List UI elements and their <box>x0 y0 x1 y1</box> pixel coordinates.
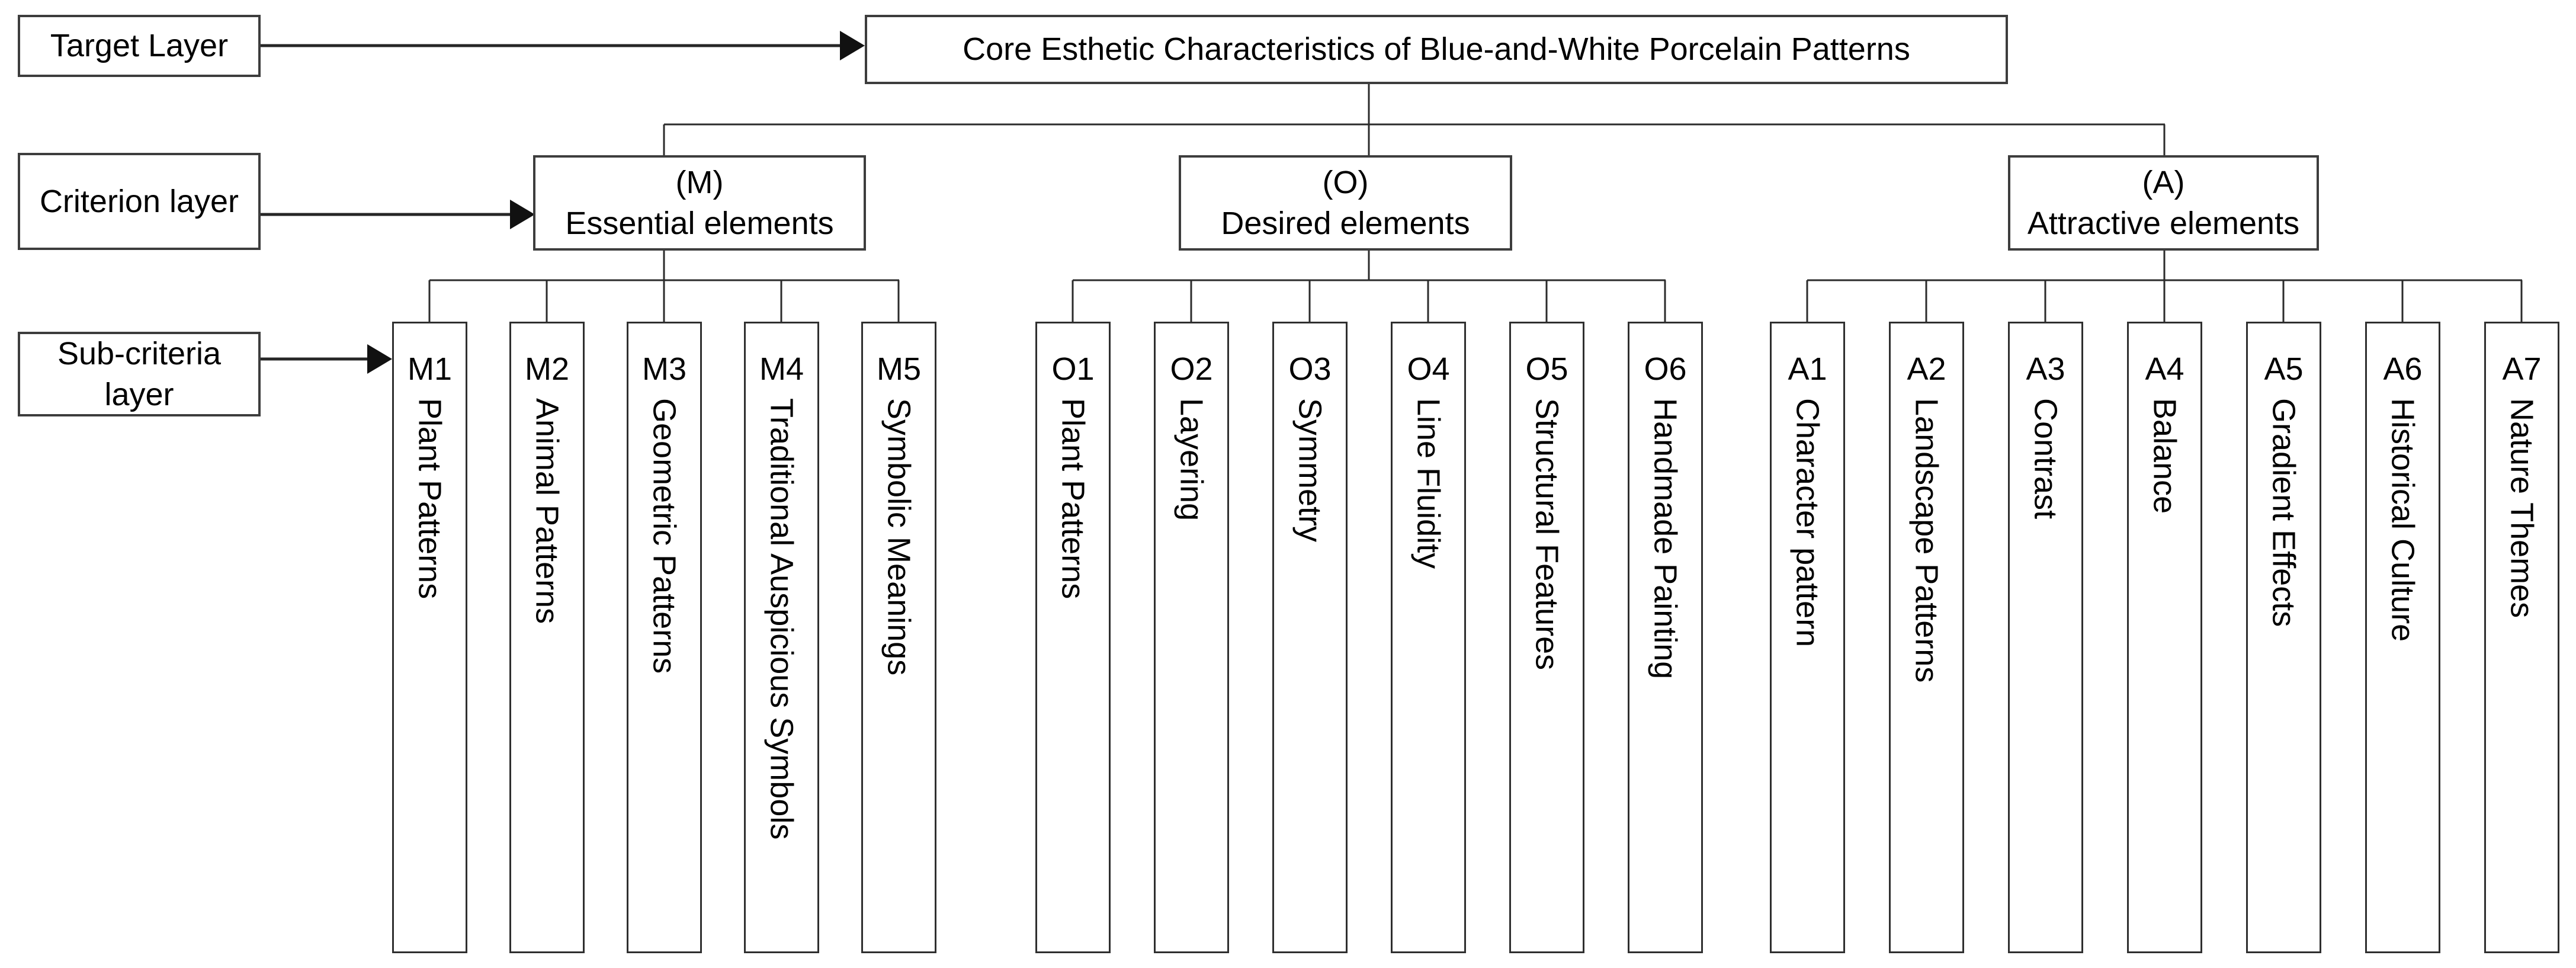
sub-criterion-label: Gradient Effects <box>2266 398 2302 627</box>
goal-title: Core Esthetic Characteristics of Blue-an… <box>963 31 1910 68</box>
criterion-name: Desired elements <box>1221 205 1470 241</box>
sub-criterion-label: Plant Patterns <box>1055 398 1091 600</box>
sub-criterion-a6: A6 Historical Culture <box>2365 322 2440 953</box>
target-layer-text: Target Layer <box>50 28 229 64</box>
sub-criterion-a4: A4 Balance <box>2127 322 2202 953</box>
sub-criterion-code: O6 <box>1644 351 1687 387</box>
sub-criterion-label: Layering <box>1173 398 1210 521</box>
sub-criterion-code: M2 <box>524 351 569 387</box>
sub-criterion-code: O3 <box>1288 351 1332 387</box>
arrow-right-icon <box>840 31 865 60</box>
arrow-right-icon <box>510 200 535 229</box>
sub-criterion-o1: O1 Plant Patterns <box>1035 322 1111 953</box>
target-layer-label: Target Layer <box>18 15 261 77</box>
sub-criteria-layer-label: Sub-criteria layer <box>18 332 261 416</box>
tree-connectors <box>428 84 2523 322</box>
sub-criterion-code: O4 <box>1407 351 1450 387</box>
sub-criterion-code: A5 <box>2264 351 2304 387</box>
sub-criterion-label: Symbolic Meanings <box>881 398 917 676</box>
sub-criterion-o5: O5 Structural Features <box>1509 322 1584 953</box>
sub-criterion-m1: M1 Plant Patterns <box>392 322 467 953</box>
sub-criterion-code: O1 <box>1051 351 1095 387</box>
sub-criterion-a7: A7 Nature Themes <box>2484 322 2559 953</box>
sub-criterion-label: Handmade Painting <box>1647 398 1683 679</box>
sub-criterion-code: M3 <box>641 351 686 387</box>
criterion-node-a: (A) Attractive elements <box>2008 155 2319 251</box>
criterion-code: (M) <box>675 165 724 201</box>
sub-criterion-label: Nature Themes <box>2504 398 2540 618</box>
sub-criterion-label: Plant Patterns <box>412 398 448 600</box>
sub-criterion-code: A4 <box>2145 351 2184 387</box>
sub-criterion-o3: O3 Symmetry <box>1272 322 1348 953</box>
sub-criterion-m5: M5 Symbolic Meanings <box>861 322 936 953</box>
criterion-code: (O) <box>1322 165 1369 201</box>
sub-criteria-layer-arrow <box>261 344 392 374</box>
sub-criterion-label: Character pattern <box>1789 398 1826 648</box>
arrow-right-icon <box>367 344 392 374</box>
sub-criterion-code: A7 <box>2502 351 2542 387</box>
sub-criterion-a5: A5 Gradient Effects <box>2246 322 2321 953</box>
criterion-layer-arrow <box>261 200 535 229</box>
sub-criterion-label: Traditional Auspicious Symbols <box>764 398 800 840</box>
sub-criterion-m4: M4 Traditional Auspicious Symbols <box>744 322 819 953</box>
criterion-node-o: (O) Desired elements <box>1179 155 1512 251</box>
sub-criterion-o2: O2 Layering <box>1154 322 1229 953</box>
sub-criterion-label: Balance <box>2147 398 2183 514</box>
criterion-node-m: (M) Essential elements <box>533 155 866 251</box>
sub-criteria-layer-text: Sub-criteria layer <box>57 336 222 412</box>
sub-criterion-label: Landscape Patterns <box>1908 398 1945 683</box>
sub-criterion-code: A2 <box>1907 351 1946 387</box>
sub-criterion-label: Animal Patterns <box>529 398 565 624</box>
sub-criterion-o6: O6 Handmade Painting <box>1628 322 1703 953</box>
sub-criterion-code: A6 <box>2383 351 2423 387</box>
sub-criterion-label: Structural Features <box>1529 398 1565 671</box>
goal-node: Core Esthetic Characteristics of Blue-an… <box>865 15 2008 84</box>
sub-criterion-label: Symmetry <box>1292 398 1328 542</box>
sub-criterion-code: O2 <box>1170 351 1213 387</box>
criterion-layer-label: Criterion layer <box>18 153 261 250</box>
sub-criterion-code: A3 <box>2026 351 2065 387</box>
criterion-name: Essential elements <box>565 205 834 241</box>
sub-criterion-label: Contrast <box>2028 398 2064 520</box>
sub-criterion-a3: A3 Contrast <box>2008 322 2083 953</box>
criterion-code: (A) <box>2142 165 2185 201</box>
criterion-name: Attractive elements <box>2027 205 2300 241</box>
sub-criterion-a1: A1 Character pattern <box>1770 322 1845 953</box>
sub-criterion-m3: M3 Geometric Patterns <box>627 322 702 953</box>
criterion-layer-text: Criterion layer <box>39 183 239 219</box>
sub-criterion-code: M1 <box>407 351 452 387</box>
sub-criterion-code: M4 <box>759 351 804 387</box>
sub-criterion-code: O5 <box>1525 351 1568 387</box>
sub-criterion-code: A1 <box>1788 351 1827 387</box>
sub-criterion-code: M5 <box>876 351 921 387</box>
sub-criterion-label: Line Fluidity <box>1410 398 1446 569</box>
target-layer-arrow <box>261 31 865 60</box>
sub-criterion-label: Historical Culture <box>2385 398 2421 642</box>
sub-criterion-m2: M2 Animal Patterns <box>509 322 585 953</box>
sub-criterion-o4: O4 Line Fluidity <box>1391 322 1466 953</box>
sub-criterion-label: Geometric Patterns <box>646 398 682 674</box>
sub-criterion-a2: A2 Landscape Patterns <box>1889 322 1964 953</box>
